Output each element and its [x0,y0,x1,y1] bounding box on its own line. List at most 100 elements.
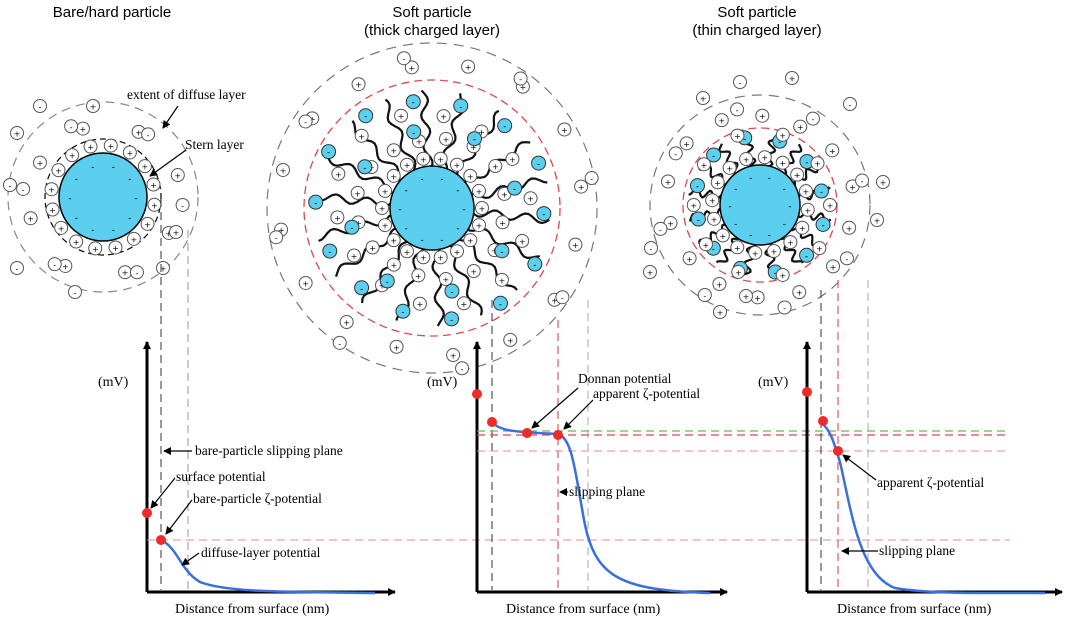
cation-symbol: + [775,127,790,142]
anion-symbol: - [839,251,854,266]
svg-text:-: - [561,293,564,303]
cation-symbol: + [523,191,538,206]
cation-symbol: + [354,128,369,143]
thin-x-label: Distance from surface (nm) [837,602,992,617]
thick-core-marker [487,417,497,427]
svg-text:+: + [734,131,741,141]
svg-text:+: + [716,279,723,289]
cation-symbol: + [350,185,365,200]
svg-text:+: + [404,247,411,257]
svg-text:+: + [735,267,742,277]
anion-symbol: - [444,283,460,299]
svg-text:+: + [80,124,87,134]
cation-symbol: + [826,259,841,274]
surface-charge-symbol: - [462,205,465,215]
svg-text:+: + [14,129,21,139]
anion-symbol: - [405,94,421,110]
anion-symbol: - [3,178,17,192]
anion-symbol: - [358,108,374,124]
svg-text:+: + [27,214,34,224]
svg-text:-: - [412,98,415,108]
svg-text:+: + [690,201,697,211]
surface-charge-symbol: - [420,235,423,245]
svg-text:+: + [351,251,358,261]
svg-text:+: + [90,102,97,112]
anion-symbol: - [777,300,792,315]
svg-text:+: + [718,116,725,126]
svg-text:+: + [390,260,397,270]
bare-x-label: Distance from surface (nm) [175,602,330,617]
thin-particle-core [719,164,801,246]
cation-symbol: + [75,121,90,136]
svg-text:-: - [9,181,12,191]
svg-text:+: + [48,185,55,195]
cation-symbol: + [389,339,404,354]
surface-charge-symbol: - [456,186,459,196]
svg-text:-: - [473,135,476,145]
anion-symbol: - [16,181,31,196]
svg-text:+: + [803,187,810,197]
surface-charge-symbol: - [91,163,94,173]
polymer-chain [431,247,445,327]
svg-text:-: - [821,221,824,231]
svg-text:-: - [805,158,808,168]
svg-text:+: + [126,148,133,158]
cation-symbol: + [713,305,727,319]
cation-symbol: + [810,156,825,171]
svg-text:-: - [135,268,138,278]
stern-layer-boundary [44,138,162,256]
svg-text:-: - [778,138,781,148]
cation-symbol: + [386,257,401,272]
svg-text:+: + [711,214,718,224]
surface-charge-symbol: - [420,175,423,185]
svg-text:+: + [55,166,62,176]
svg-text:-: - [542,210,545,220]
svg-text:+: + [726,163,733,173]
thin-zeta-marker [833,446,843,456]
svg-text:+: + [880,178,887,188]
thick-soft-particle-drawing: ----------++++++++++++++++++++++++++++++… [266,42,599,376]
surface-charge-symbol: - [398,205,401,215]
svg-text:-: - [712,151,715,161]
svg-text:+: + [87,142,94,152]
surface-charge-symbol: - [783,220,786,230]
svg-text:+: + [382,221,389,231]
cation-symbol: + [331,166,346,181]
cation-symbol: + [347,248,362,263]
svg-text:+: + [501,189,508,199]
svg-text:-: - [22,184,25,194]
svg-text:+: + [443,134,450,144]
svg-text:-: - [533,261,536,271]
cation-symbol: + [436,109,451,124]
cation-symbol: + [715,228,730,243]
svg-text:+: + [450,351,457,361]
surface-charge-symbol: - [75,175,78,185]
svg-text:+: + [797,122,804,132]
svg-text:+: + [420,253,427,263]
surface-charge-symbol: - [91,225,94,235]
svg-text:+: + [278,225,285,235]
svg-text:-: - [736,105,739,115]
svg-text:-: - [697,216,700,226]
svg-text:+: + [302,278,309,288]
svg-text:+: + [794,170,801,180]
label-extent-of-diffuse-layer: extent of diffuse layer [127,87,246,102]
svg-text:+: + [759,111,766,121]
cation-symbol: + [757,150,772,165]
svg-text:+: + [467,236,474,246]
arrow-thin-apparent-zeta [842,454,877,481]
svg-text:-: - [401,308,404,318]
svg-text:+: + [130,234,137,244]
cation-symbol: + [54,220,69,235]
svg-text:-: - [805,252,808,262]
anion-symbol: - [536,206,552,222]
anion-symbol: - [813,183,829,199]
cation-symbol: + [775,267,790,282]
svg-text:-: - [783,303,786,313]
svg-text:+: + [830,262,837,272]
cation-symbol: + [65,148,80,163]
surface-charge-symbol: - [783,184,786,194]
cation-symbol: + [276,162,291,177]
svg-text:+: + [849,182,856,192]
label-stern-layer: Stern layer [185,137,244,152]
